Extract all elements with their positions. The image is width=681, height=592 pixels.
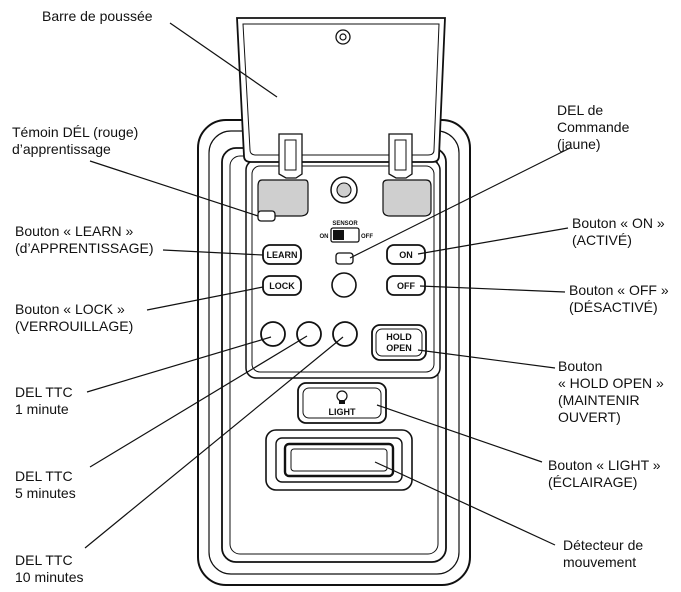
label-on-button: Bouton « ON » (ACTIVÉ) [572,215,665,248]
right-hinge [388,133,413,179]
label-motion-detector: Détecteur de mouvement [563,537,644,570]
light-bulb-icon [336,390,348,404]
hold-open-button[interactable]: HOLD OPEN [371,324,427,361]
leader-push-bar [169,22,278,98]
leader-hold-open [417,349,556,369]
hold-open-label-1: HOLD [386,332,412,342]
leader-light-button [376,404,543,463]
label-learn-led: Témoin DÉL (rouge) d’apprentissage [12,124,139,157]
label-lock-button: Bouton « LOCK » (VERROUILLAGE) [15,301,134,334]
motion-detector [265,429,413,491]
hold-open-label-2: OPEN [386,343,412,353]
ttc-1-minute-led[interactable] [260,321,286,347]
leader-lines [84,22,571,549]
light-button-label: LIGHT [329,407,356,417]
label-ttc-10-minutes: DEL TTC 10 minutes [15,552,84,585]
learn-button-label: LEARN [267,250,298,260]
lock-button-label: LOCK [269,281,295,291]
label-light-button: Bouton « LIGHT » (ÉCLAIRAGE) [548,457,661,490]
sensor-switch[interactable] [330,227,360,243]
left-window [257,179,309,217]
ttc-5-minutes-led[interactable] [296,321,322,347]
off-button-label: OFF [397,281,415,291]
light-button[interactable]: LIGHT [297,382,387,424]
on-button-label: ON [399,250,413,260]
push-bar[interactable] [236,17,446,163]
leader-off-button [419,285,566,293]
sensor-switch-label: SENSOR [332,221,358,227]
label-off-button: Bouton « OFF » (DÉSACTIVÉ) [569,282,669,315]
label-hold-open-button: Bouton « HOLD OPEN » (MAINTENIR OUVERT) [558,358,664,425]
left-hinge [278,133,303,179]
center-round-button[interactable] [331,272,357,298]
sensor-switch-off: OFF [361,234,373,240]
leader-command-led [349,147,571,259]
leader-ttc-1 [86,336,272,393]
leader-motion-detector [374,461,556,546]
learn-button[interactable]: LEARN [262,244,302,265]
sensor-switch-on: ON [320,234,329,240]
leader-ttc-10 [84,336,344,549]
leader-learn-button [162,249,264,256]
label-learn-button: Bouton « LEARN » (d’APPRENTISSAGE) [15,223,154,256]
button-panel-inner [251,165,435,373]
lock-button[interactable]: LOCK [262,275,302,296]
right-window [382,179,432,217]
label-push-bar: Barre de poussée [42,8,153,24]
leader-learn-led [89,160,259,217]
leader-ttc-5 [89,335,308,468]
label-command-led: DEL de Commande (jaune) [557,102,630,152]
command-led [335,252,354,265]
on-button[interactable]: ON [386,244,426,265]
leader-lock-button [146,286,264,311]
off-button[interactable]: OFF [386,275,426,296]
label-ttc-5-minutes: DEL TTC 5 minutes [15,468,76,501]
leader-on-button [417,227,569,255]
label-ttc-1-minute: DEL TTC 1 minute [15,384,73,417]
learn-led [257,210,276,222]
